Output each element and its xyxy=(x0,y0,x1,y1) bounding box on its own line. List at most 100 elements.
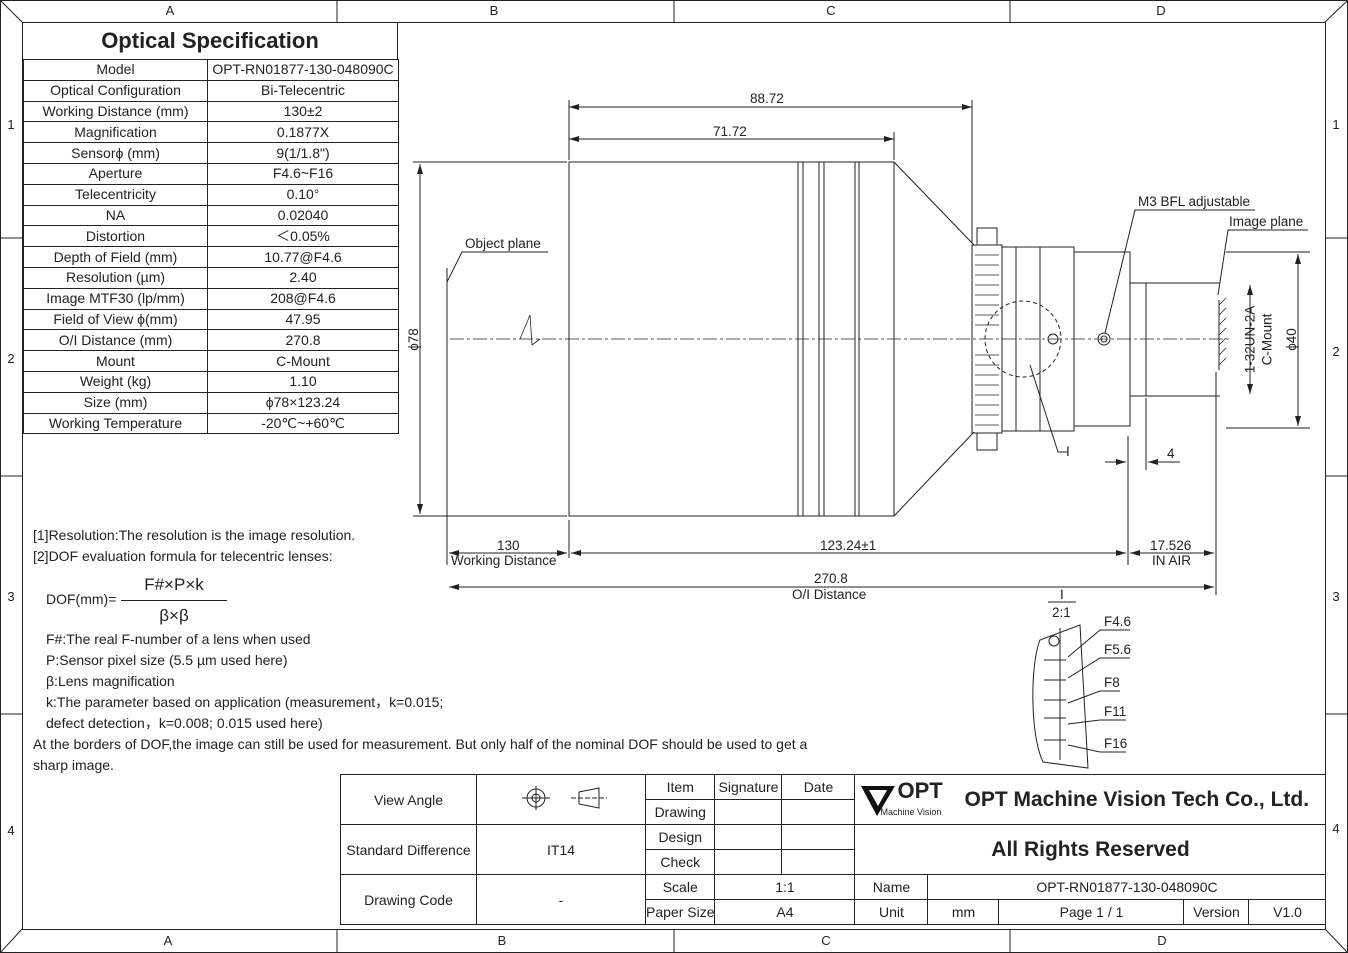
view-angle-label: View Angle xyxy=(340,774,477,825)
detail-scale: 2:1 xyxy=(1052,605,1071,620)
item-header: Item xyxy=(644,774,716,800)
zone-row-1-left: 1 xyxy=(7,117,15,132)
zone-col-b-top: B xyxy=(489,3,499,18)
spec-label: Resolution (µm) xyxy=(23,266,208,289)
std-diff-label: Standard Difference xyxy=(340,824,477,875)
scale-label: Scale xyxy=(644,874,716,900)
check-label: Check xyxy=(644,849,716,875)
dim-body-length: 71.72 xyxy=(713,124,747,139)
note-borders: At the borders of DOF,the image can stil… xyxy=(33,736,808,752)
spec-row: Working Temperature-20℃~+60℃ xyxy=(23,412,399,435)
formula-denominator: β×β xyxy=(159,606,189,625)
spec-label: Aperture xyxy=(23,162,208,185)
taper-bottom xyxy=(893,431,975,517)
oi-label: O/I Distance xyxy=(792,587,867,602)
logo-mark-icon xyxy=(861,785,896,816)
projection-symbol xyxy=(476,774,646,825)
version-value: V1.0 xyxy=(1248,899,1327,925)
detail-callout: I xyxy=(1066,444,1070,459)
spec-label: Magnification xyxy=(23,121,208,144)
wd-value: 130 xyxy=(497,538,520,553)
rights-text: All Rights Reserved xyxy=(854,824,1327,875)
spec-value: F4.6~F16 xyxy=(207,162,399,185)
zone-row-1-right: 1 xyxy=(1332,117,1340,132)
bfl-label: IN AIR xyxy=(1152,553,1192,568)
spec-value: ＜0.05% xyxy=(207,225,399,248)
zone-row-4-right: 4 xyxy=(1332,821,1340,836)
date-header: Date xyxy=(781,774,856,800)
fstop-label: F4.6 xyxy=(1104,614,1132,629)
zone-row-2-right: 2 xyxy=(1332,344,1340,359)
design-label: Design xyxy=(644,824,716,850)
zone-row-3-right: 3 xyxy=(1332,589,1340,604)
fstop-label: F11 xyxy=(1104,704,1127,719)
note-resolution: [1]Resolution:The resolution is the imag… xyxy=(33,527,356,543)
spec-label: Telecentricity xyxy=(23,183,208,206)
spec-row: Image MTF30 (lp/mm)208@F4.6 xyxy=(23,287,399,310)
name-label: Name xyxy=(854,874,929,900)
fstop-label: F5.6 xyxy=(1104,642,1132,657)
formula-numerator: F#×P×k xyxy=(144,575,204,594)
unit-label: Unit xyxy=(854,899,929,925)
spec-label: O/I Distance (mm) xyxy=(23,329,208,352)
note-magnification: β:Lens magnification xyxy=(46,673,175,689)
spec-label: Sensorϕ (mm) xyxy=(23,142,208,164)
scale-value: 1:1 xyxy=(714,874,856,900)
spec-row: Working Distance (mm)130±2 xyxy=(23,100,399,123)
note-pixel: P:Sensor pixel size (5.5 µm used here) xyxy=(46,652,288,668)
company-name: OPT Machine Vision Tech Co., Ltd. xyxy=(964,787,1310,811)
paper-label: Paper Size xyxy=(644,899,716,925)
spec-row: Resolution (µm)2.40 xyxy=(23,266,399,289)
spec-value: 9(1/1.8") xyxy=(207,142,399,164)
zone-col-c-top: C xyxy=(826,3,836,18)
zone-col-d-top: D xyxy=(1156,3,1166,18)
paper-value: A4 xyxy=(714,899,856,925)
zone-col-d-bottom: D xyxy=(1157,933,1167,948)
bfl-value: 17.526 xyxy=(1150,538,1192,553)
note-fnumber: F#:The real F-number of a lens when used xyxy=(46,631,311,647)
spec-row: Sensorϕ (mm)9(1/1.8") xyxy=(23,142,399,164)
spec-value: ϕ78×123.24 xyxy=(207,391,399,414)
oi-value: 270.8 xyxy=(814,571,848,586)
spec-label: Mount xyxy=(23,350,208,372)
zone-row-2-left: 2 xyxy=(7,351,15,366)
drawing-code-value: - xyxy=(476,874,646,925)
dim-4: 4 xyxy=(1167,446,1175,461)
std-diff-value: IT14 xyxy=(476,824,646,875)
logo-text: OPT xyxy=(897,777,943,803)
dim-diameter-40: ϕ40 xyxy=(1283,328,1299,351)
signature-header: Signature xyxy=(714,774,783,800)
name-value: OPT-RN01877-130-048090C xyxy=(927,874,1327,900)
spec-value: OPT-RN01877-130-048090C xyxy=(207,59,399,81)
zone-col-b-bottom: B xyxy=(497,933,507,948)
wd-label: Working Distance xyxy=(451,553,557,568)
fstop-label: F16 xyxy=(1104,736,1128,751)
note-dof-title: [2]DOF evaluation formula for telecentri… xyxy=(33,548,333,564)
spec-value: 208@F4.6 xyxy=(207,287,399,310)
note-k2: defect detection，k=0.008; 0.015 used her… xyxy=(46,715,323,731)
cmount-label: C-Mount xyxy=(1259,313,1275,366)
formula-lhs: DOF(mm)= xyxy=(46,591,117,607)
drawing-label: Drawing xyxy=(644,799,716,825)
spec-value: Bi-Telecentric xyxy=(207,79,399,102)
fstop-label: F8 xyxy=(1104,675,1120,690)
dim-total-length: 88.72 xyxy=(750,91,784,106)
formula-bar xyxy=(121,600,227,601)
title-block: View Angle Item Signature Date xyxy=(340,774,1327,925)
dim-diameter-78: ϕ78 xyxy=(405,328,421,351)
detail-title: I xyxy=(1060,587,1064,602)
spec-label: Working Temperature xyxy=(23,412,208,435)
company-cell: OPT Machine Vision OPT Machine Vision Te… xyxy=(854,774,1327,825)
zone-col-a-bottom: A xyxy=(163,933,173,948)
opt-logo: OPT Machine Vision xyxy=(859,777,964,820)
thread-label: 1-32UN-2A xyxy=(1242,305,1258,374)
length-value: 123.24±1 xyxy=(820,538,877,553)
zone-row-3-left: 3 xyxy=(7,589,15,604)
